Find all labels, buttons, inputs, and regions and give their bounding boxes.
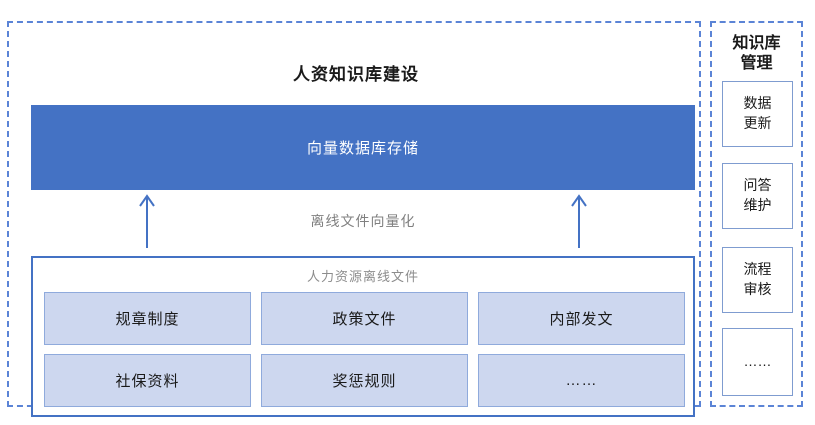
side-panel-title: 知识库管理 (712, 34, 801, 74)
hr-knowledge-base-panel: 人资知识库建设 向量数据库存储 离线文件向量化 人力资源离线文件 规章制度 政策… (7, 21, 701, 417)
side-item-ellipsis: …… (722, 328, 793, 396)
side-item-data-update: 数据更新 (722, 81, 793, 147)
side-item-qa-maintenance: 问答维护 (722, 163, 793, 229)
side-panel-title-text: 知识库管理 (732, 35, 781, 72)
offline-file-vectorization-label: 离线文件向量化 (310, 213, 416, 229)
knowledge-base-management-panel: 知识库管理 数据更新 问答维护 流程审核 …… (710, 21, 803, 407)
hr-offline-files-container: 人力资源离线文件 规章制度 政策文件 内部发文 社保资料 奖惩规则 …… (31, 256, 695, 417)
side-item-label: …… (743, 353, 772, 370)
side-item-label: 问答维护 (743, 177, 772, 213)
side-item-label: 数据更新 (743, 95, 772, 131)
file-item-ellipsis: …… (478, 354, 685, 407)
hr-offline-files-label: 人力资源离线文件 (306, 269, 419, 284)
panel-title: 人资知识库建设 (293, 65, 419, 84)
up-arrow-icon (571, 194, 587, 248)
file-item-policy: 政策文件 (261, 292, 468, 345)
vector-database-storage-label: 向量数据库存储 (306, 140, 419, 157)
up-arrow-icon (139, 194, 155, 248)
side-item-process-review: 流程审核 (722, 247, 793, 313)
file-item-rules: 规章制度 (44, 292, 251, 345)
vector-database-storage-bar: 向量数据库存储 (31, 105, 695, 190)
file-item-internal-docs: 内部发文 (478, 292, 685, 345)
side-item-label: 流程审核 (743, 261, 772, 297)
file-item-social-security: 社保资料 (44, 354, 251, 407)
file-item-reward-punishment: 奖惩规则 (261, 354, 468, 407)
